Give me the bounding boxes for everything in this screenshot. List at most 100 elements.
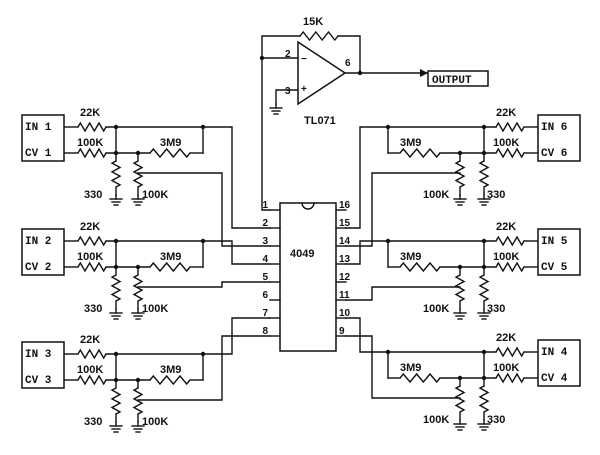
junction-dot	[385, 238, 391, 244]
r-in-label-6: 22K	[496, 107, 516, 119]
junction-dot	[135, 264, 141, 270]
junction-dot	[113, 264, 119, 270]
r-feed-label-4: 3M9	[400, 362, 421, 374]
resistor-100k-bias-ch2	[132, 274, 144, 302]
ic-pin-number: 15	[339, 218, 351, 229]
r-shunt-label-2: 330	[84, 303, 102, 315]
r-shunt-label-6: 330	[487, 189, 505, 201]
junction-dots	[113, 55, 487, 383]
wire	[105, 240, 204, 268]
in4-label: IN 4	[541, 347, 568, 359]
junction-dot	[113, 150, 119, 156]
ic-pin-number: 6	[262, 290, 268, 301]
connector-6	[537, 114, 581, 162]
r-shunt-label-5: 330	[487, 303, 505, 315]
r-feed-label-5: 3M9	[400, 251, 421, 263]
junction-dot	[481, 238, 487, 244]
in3-label: IN 3	[25, 349, 52, 361]
junction-dot	[457, 375, 463, 381]
component-labels-left: 22K 100K 3M9 330 100K 22K 100K 3M9 330 1…	[77, 107, 181, 428]
junction-dot	[481, 349, 487, 355]
junction-dot	[457, 150, 463, 156]
r-shunt-label-3: 330	[84, 416, 102, 428]
wire	[345, 317, 389, 353]
resistor-100k-cv-ch3	[77, 374, 107, 386]
r-cv-label-1: 100K	[77, 137, 103, 149]
wire	[137, 335, 271, 401]
resistor-3m9-ch6	[399, 147, 441, 159]
junction-dot	[457, 264, 463, 270]
r-feed-label-3: 3M9	[160, 364, 181, 376]
cv2-label: CV 2	[25, 262, 51, 274]
r-in-label-2: 22K	[80, 221, 100, 233]
r-bias-label-4: 100K	[423, 414, 449, 426]
r-cv-label-3: 100K	[77, 364, 103, 376]
r-bias-label-6: 100K	[423, 189, 449, 201]
wire	[345, 126, 389, 229]
junction-dot	[200, 351, 206, 357]
connector-1	[21, 114, 65, 162]
junction-dot	[481, 264, 487, 270]
wire	[105, 126, 204, 154]
resistor-3m9-ch1	[149, 147, 191, 159]
r-shunt-label-1: 330	[84, 189, 102, 201]
ic-pin-number: 13	[339, 254, 351, 265]
r-bias-label-1: 100K	[142, 189, 168, 201]
cv5-label: CV 5	[541, 262, 568, 274]
r-cv-label-6: 100K	[493, 137, 519, 149]
resistor-22k-ch4	[495, 346, 525, 358]
ic-pin-number: 2	[262, 218, 268, 229]
resistor-3m9-ch5	[399, 261, 441, 273]
resistor-100k-bias-ch5	[454, 274, 466, 302]
connector-5	[537, 228, 581, 276]
wire	[345, 240, 389, 265]
ic-pin-number: 3	[262, 236, 268, 247]
ic-notch	[301, 202, 315, 210]
wire	[261, 35, 301, 211]
resistor-100k-cv-ch5	[495, 261, 525, 273]
r-in-label-4: 22K	[496, 332, 516, 344]
opamp-pin-out: 6	[345, 58, 351, 69]
resistor-100k-bias-ch1	[132, 160, 144, 188]
resistor-330-ch6	[478, 160, 490, 188]
wire	[137, 172, 271, 247]
ic-pin-number: 5	[262, 272, 268, 283]
r-bias-label-5: 100K	[423, 303, 449, 315]
cv4-label: CV 4	[541, 373, 568, 385]
ic-pin-number: 14	[339, 236, 351, 247]
wire	[202, 126, 271, 229]
junction-dot	[481, 124, 487, 130]
resistor-22k-ch6	[495, 121, 525, 133]
cv3-label: CV 3	[25, 375, 52, 387]
resistor-330-ch5	[478, 274, 490, 302]
in6-label: IN 6	[541, 122, 567, 134]
input-connectors-left: IN 1 CV 1 IN 2 CV 2 IN 3 CV 3	[21, 114, 65, 389]
r-shunt-label-4: 330	[487, 414, 505, 426]
junction-dot	[135, 377, 141, 383]
junction-dot	[113, 238, 119, 244]
r-in-label-3: 22K	[80, 334, 100, 346]
ic-pin-number: 7	[262, 308, 268, 319]
resistor-22k-ch1	[77, 121, 107, 133]
ic-pin-number: 11	[339, 290, 350, 301]
opamp-triangle	[297, 40, 347, 106]
junction-dot	[385, 124, 391, 130]
ic-pin-number: 1	[262, 200, 268, 211]
resistor-22k-ch5	[495, 235, 525, 247]
r-feed-label-6: 3M9	[400, 137, 421, 149]
cv6-label: CV 6	[541, 148, 567, 160]
resistor-100k-cv-ch2	[77, 261, 107, 273]
opamp-label: TL071	[304, 115, 336, 127]
ic-pin-number: 4	[262, 254, 268, 265]
r-in-label-5: 22K	[496, 221, 516, 233]
opamp-minus: −	[301, 54, 307, 65]
ic-pin-number: 16	[339, 200, 351, 211]
connector-4	[537, 339, 581, 387]
wire	[105, 353, 204, 381]
opamp-pin-noninv: 3	[285, 86, 291, 97]
r-cv-label-5: 100K	[493, 251, 519, 263]
r-in-label-1: 22K	[80, 107, 100, 119]
